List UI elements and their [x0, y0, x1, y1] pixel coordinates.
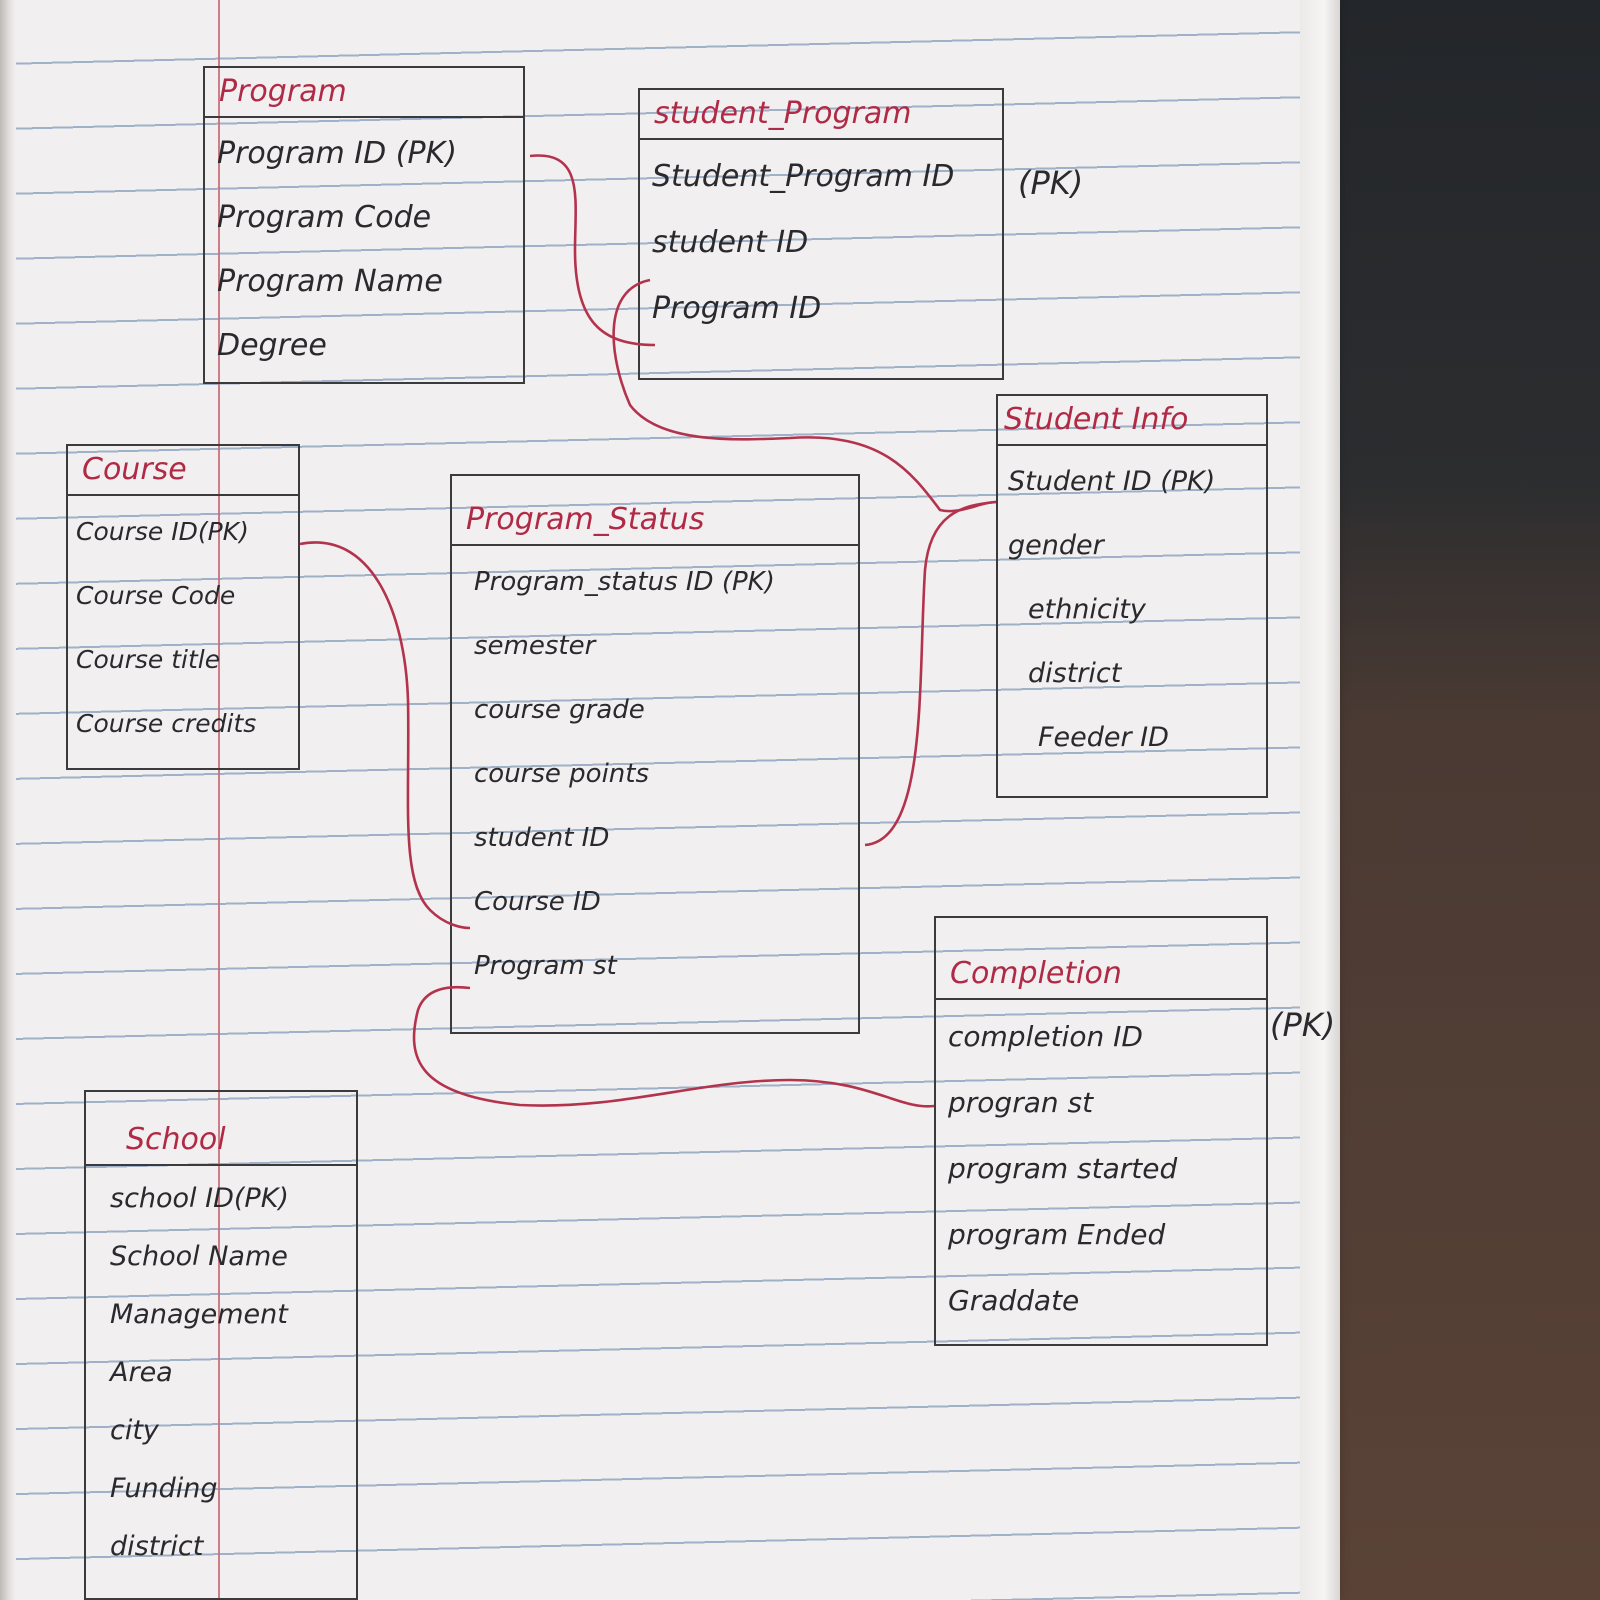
field-list: Student ID (PK) gender ethnicity distric… [998, 446, 1266, 770]
field-school-id: school ID(PK) [110, 1183, 289, 1214]
field-program-id: Program ID (PK) [217, 136, 457, 171]
entity-title: Student Info [998, 396, 1266, 446]
notebook-page: Program Program ID (PK) Program Code Pro… [0, 0, 1340, 1600]
field-student-id: Student ID (PK) [1008, 466, 1216, 497]
field-list: Program_status ID (PK) semester course g… [452, 546, 858, 998]
entity-student-info: Student Info Student ID (PK) gender ethn… [996, 394, 1268, 798]
field-course-code: Course Code [76, 581, 236, 610]
pk-note: (PK) [1270, 1006, 1336, 1044]
field-list: completion ID progran st program started… [936, 1000, 1266, 1334]
margin-line [218, 0, 220, 1600]
field-course-points: course points [474, 759, 650, 789]
entity-program: Program Program ID (PK) Program Code Pro… [203, 66, 525, 384]
field-list: Program ID (PK) Program Code Program Nam… [205, 118, 523, 378]
field-list: school ID(PK) School Name Management Are… [86, 1166, 356, 1576]
field-degree: Degree [217, 328, 327, 363]
field-course-grade: course grade [474, 695, 645, 725]
entity-title: Program_Status [452, 476, 858, 546]
field-gender: gender [1008, 530, 1104, 561]
desk-background [1340, 0, 1600, 1600]
field-student-program-id: Student_Program ID [652, 159, 955, 194]
field-program-code: Program Code [217, 200, 432, 235]
field-program-name: Program Name [217, 264, 443, 299]
link-course-to-program-status [299, 541, 471, 930]
field-course-title: Course title [76, 645, 221, 674]
field-district: district [110, 1531, 204, 1562]
field-course-id: Course ID [474, 887, 601, 917]
field-funding: Funding [110, 1473, 218, 1504]
field-semester: semester [474, 631, 596, 661]
entity-school: School school ID(PK) School Name Managem… [84, 1090, 358, 1600]
entity-title: Program [205, 68, 523, 118]
field-completion-id: completion ID [948, 1020, 1143, 1053]
entity-title: School [86, 1092, 356, 1166]
field-progran-st: progran st [948, 1086, 1094, 1119]
pk-note: (PK) [1018, 164, 1084, 202]
field-course-id: Course ID(PK) [76, 517, 249, 546]
entity-title: Completion [936, 918, 1266, 1000]
binder-edge [0, 0, 16, 1600]
field-student-id: student ID [652, 225, 809, 260]
field-list: Student_Program ID student ID Program ID [640, 140, 1002, 342]
entity-title: student_Program [640, 90, 1002, 140]
field-program-status-id: Program_status ID (PK) [474, 567, 775, 597]
field-management: Management [110, 1299, 288, 1330]
field-school-name: School Name [110, 1241, 288, 1272]
entity-student-program: student_Program Student_Program ID stude… [638, 88, 1004, 380]
link-program-to-student-program [529, 154, 656, 347]
field-area: Area [110, 1357, 173, 1388]
field-program-started: program started [948, 1152, 1178, 1185]
field-city: city [110, 1415, 159, 1446]
entity-completion: Completion completion ID progran st prog… [934, 916, 1268, 1346]
field-student-id: student ID [474, 823, 610, 853]
field-program-id: Program ID [652, 291, 822, 326]
field-course-credits: Course credits [76, 709, 257, 738]
field-district: district [1028, 658, 1122, 689]
entity-program-status: Program_Status Program_status ID (PK) se… [450, 474, 860, 1034]
page-edge [1300, 0, 1340, 1600]
field-graddate: Graddate [948, 1284, 1080, 1317]
entity-course: Course Course ID(PK) Course Code Course … [66, 444, 300, 770]
entity-title: Course [68, 446, 298, 496]
field-ethnicity: ethnicity [1028, 594, 1146, 625]
field-program-st: Program st [474, 951, 617, 981]
field-list: Course ID(PK) Course Code Course title C… [68, 496, 298, 756]
link-student-info-to-program-status [864, 500, 997, 847]
field-feeder-id: Feeder ID [1038, 722, 1169, 753]
field-program-ended: program Ended [948, 1218, 1166, 1251]
